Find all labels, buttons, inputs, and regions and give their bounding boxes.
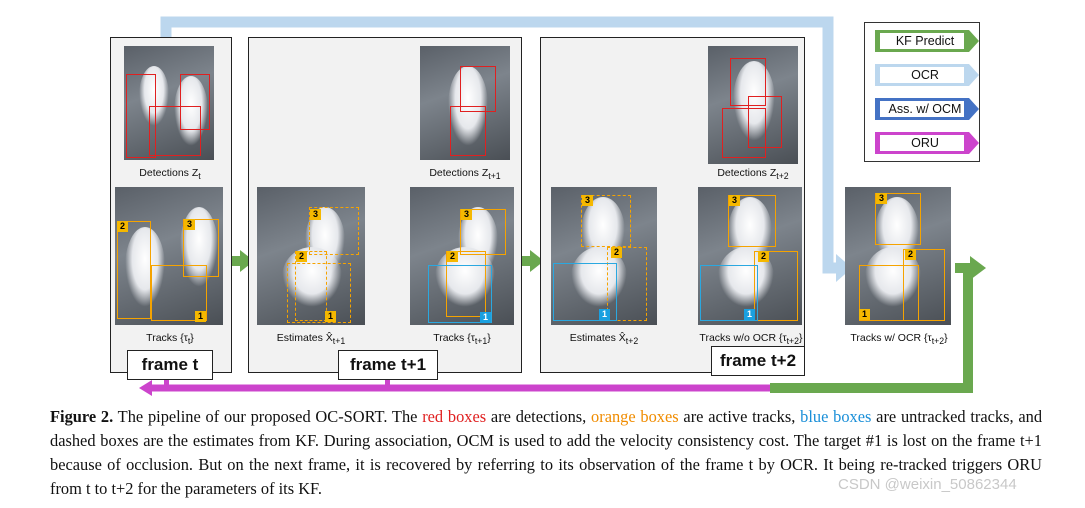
legend-item-oru: ORU (875, 131, 979, 155)
track-id-tag: 1 (480, 312, 491, 323)
estimate-box (581, 195, 631, 247)
frame-t-tracks-image: 2 3 1 (115, 187, 223, 325)
frame-t1-label: frame t+1 (338, 350, 438, 380)
detection-box (180, 74, 210, 130)
kf-arrow-2-head (530, 250, 544, 272)
caption-orange-text: orange boxes (591, 407, 679, 426)
active-track-box (875, 193, 921, 245)
active-track-box (446, 251, 486, 317)
oru-arrowhead (139, 380, 152, 396)
detection-box (450, 106, 486, 156)
figure-caption: Figure 2. The pipeline of our proposed O… (50, 405, 1042, 501)
active-track-box (151, 265, 207, 321)
frame-t2-tracks-caption: Tracks w/o OCR {τt+2} (699, 332, 803, 347)
oru-stub-2 (385, 375, 390, 388)
track-id-tag: 3 (461, 209, 472, 220)
caption-blue-text: blue boxes (800, 407, 872, 426)
legend-item-ocr: OCR (875, 63, 979, 87)
caption-text: are detections, (486, 407, 592, 426)
watermark: CSDN @weixin_50862344 (838, 476, 1017, 493)
kf-arrow-2-shaft (515, 256, 531, 266)
track-id-tag: 1 (744, 309, 755, 320)
track-id-tag: 1 (859, 309, 870, 320)
frame-t2-detections-caption: Detections Zt+2 (717, 167, 789, 182)
track-id-tag: 2 (611, 247, 622, 258)
kf-arrow-1-head (240, 250, 254, 272)
frame-t1-estimates-caption: Estimates X̂t+1 (276, 332, 346, 347)
ocr-arrow (160, 16, 840, 274)
caption-text: are active tracks, (678, 407, 801, 426)
estimate-box (295, 251, 327, 321)
frame-t1-estimates-image: 3 2 1 (257, 187, 365, 325)
track-id-tag: 1 (195, 311, 206, 322)
frame-t-detections-image (124, 46, 214, 160)
final-tracks-image: 3 2 1 (845, 187, 951, 325)
frame-t1-detections-image (420, 46, 510, 160)
frame-t-label: frame t (127, 350, 213, 380)
ocr-arrowhead (836, 254, 852, 282)
frame-t2-tracks-image: 3 2 1 (698, 187, 802, 325)
legend-item-kf-predict: KF Predict (875, 29, 979, 53)
frame-t1-detections-caption: Detections Zt+1 (429, 167, 501, 182)
legend-label: Ass. w/ OCM (888, 102, 962, 116)
frame-t2-label: frame t+2 (711, 346, 805, 376)
frame-t2-estimates-caption: Estimates X̂t+2 (569, 332, 639, 347)
track-id-tag: 2 (905, 249, 916, 260)
frame-t-detections-caption: Detections Zt (139, 167, 201, 182)
track-id-tag: 1 (325, 311, 336, 322)
track-id-tag: 3 (582, 195, 593, 206)
detection-box (149, 106, 201, 156)
kf-arrow-final (770, 263, 973, 393)
active-track-box (183, 219, 219, 277)
frame-t2-detections-image (708, 46, 798, 164)
active-track-box (460, 209, 506, 255)
frame-t2-estimates-image: 3 2 1 (551, 187, 657, 325)
active-track-box (754, 251, 798, 321)
ocr-arrow-icon (875, 64, 979, 86)
frame-t1-tracks-image: 3 2 1 (410, 187, 514, 325)
track-id-tag: 1 (599, 309, 610, 320)
track-id-tag: 3 (729, 195, 740, 206)
estimate-box (309, 207, 359, 255)
untracked-box (428, 265, 492, 323)
track-id-tag: 3 (310, 209, 321, 220)
detection-box (126, 74, 156, 158)
track-id-tag: 3 (184, 219, 195, 230)
final-tracks-caption: Tracks w/ OCR {τt+2} (850, 332, 948, 347)
oru-arrow-icon (875, 132, 979, 154)
active-track-box (903, 249, 945, 321)
legend: KF Predict OCR Ass. w/ OCM ORU (864, 22, 980, 162)
caption-red-text: red boxes (422, 407, 487, 426)
detection-box (460, 66, 496, 112)
untracked-box (553, 263, 617, 321)
frame-t-tracks-caption: Tracks {τt} (146, 332, 194, 347)
active-track-box (117, 221, 151, 319)
ocm-arrow-icon (875, 98, 979, 120)
track-id-tag: 3 (876, 193, 887, 204)
kf-arrow-1-shaft (225, 256, 241, 266)
legend-item-ocm: Ass. w/ OCM (875, 97, 979, 121)
detection-box (722, 108, 766, 158)
caption-text: are untracked tracks, and dashed boxes a… (50, 407, 1043, 498)
track-id-tag: 2 (758, 251, 769, 262)
kf-arrow-final-head (970, 256, 986, 280)
legend-label: KF Predict (895, 34, 955, 48)
oru-stub-1 (164, 375, 169, 388)
legend-label: ORU (911, 136, 939, 150)
untracked-box (700, 265, 758, 321)
frame-t1-tracks-caption: Tracks {τt+1} (433, 332, 491, 347)
estimate-box (607, 247, 647, 321)
track-id-tag: 2 (447, 251, 458, 262)
track-id-tag: 2 (117, 221, 128, 232)
legend-label: OCR (911, 68, 939, 82)
figure-label: Figure 2. (50, 407, 114, 426)
kf-predict-arrow-icon (875, 30, 979, 52)
active-track-box (859, 265, 919, 321)
estimate-box (287, 263, 351, 323)
track-id-tag: 2 (296, 251, 307, 262)
caption-text: The pipeline of our proposed OC-SORT. Th… (113, 407, 423, 426)
active-track-box (728, 195, 776, 247)
